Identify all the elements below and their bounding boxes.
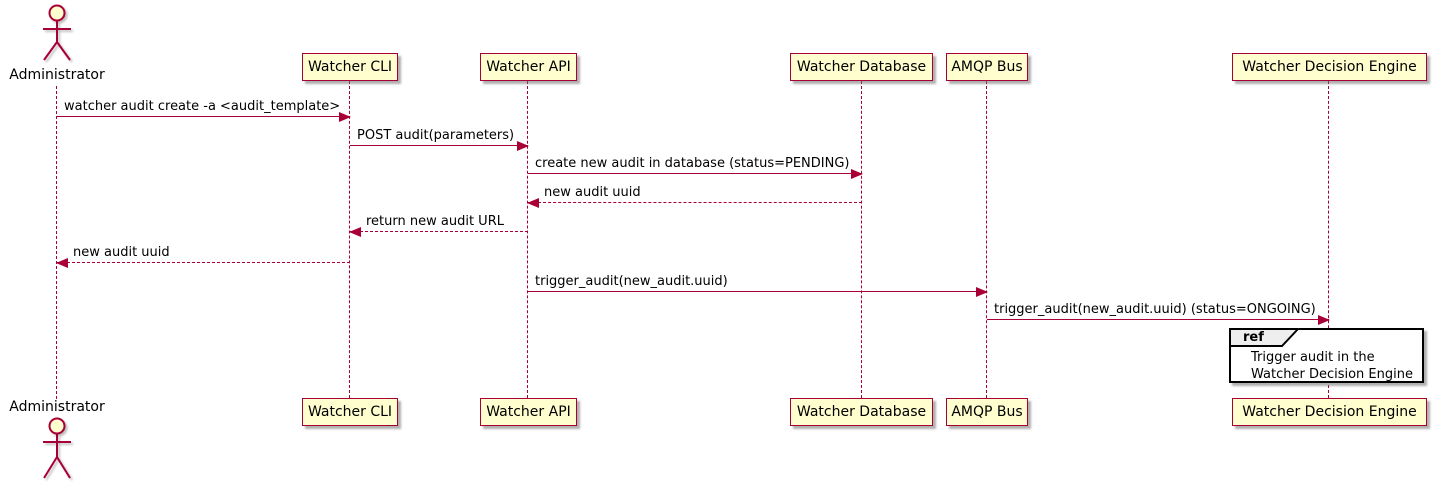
actor-label-top: Administrator (9, 67, 105, 83)
lifeline-watcher-api (527, 81, 528, 398)
participant-label: AMQP Bus (951, 404, 1023, 420)
message-line (528, 173, 862, 174)
message-label: POST audit(parameters) (357, 128, 515, 143)
message-label: new audit uuid (73, 245, 170, 260)
arrowhead-right-icon (851, 169, 863, 179)
message-trigger-audit-ongoing: trigger_audit(new_audit.uuid) (status=ON… (987, 302, 1330, 325)
message-return-new-audit-url: return new audit URL (349, 214, 528, 237)
ref-text-line-2: Watcher Decision Engine (1251, 367, 1413, 382)
participant-box-watcher-cli-top: Watcher CLI (302, 53, 398, 81)
ref-tab (1229, 328, 1299, 347)
message-line (57, 262, 350, 263)
participant-label: Watcher CLI (307, 59, 393, 75)
participant-box-watcher-api-bottom: Watcher API (480, 398, 577, 426)
arrowhead-left-icon (349, 227, 361, 237)
ref-keyword: ref (1243, 330, 1264, 345)
participant-label: Watcher Database (796, 404, 927, 420)
message-watcher-audit-create: watcher audit create -a <audit_template> (57, 99, 351, 122)
message-new-audit-uuid-db: new audit uuid (527, 185, 862, 208)
participant-box-watcher-cli-bottom: Watcher CLI (302, 398, 398, 426)
ref-text-line-1: Trigger audit in the (1251, 350, 1375, 365)
participant-box-watcher-decision-engine-bottom: Watcher Decision Engine (1232, 398, 1427, 426)
message-label: new audit uuid (544, 185, 641, 200)
participant-label: Watcher Decision Engine (1242, 59, 1417, 75)
arrowhead-right-icon (517, 141, 529, 151)
arrowhead-left-icon (527, 198, 539, 208)
lifeline-watcher-cli (349, 81, 350, 398)
actor-icon (43, 417, 71, 479)
arrowhead-right-icon (339, 112, 351, 122)
message-label: trigger_audit(new_audit.uuid) (535, 274, 728, 289)
message-post-audit: POST audit(parameters) (350, 128, 529, 151)
participant-box-watcher-api-top: Watcher API (480, 53, 577, 81)
participant-label: Watcher Decision Engine (1242, 404, 1417, 420)
participant-box-watcher-decision-engine-top: Watcher Decision Engine (1232, 53, 1427, 81)
lifeline-amqp-bus (986, 81, 987, 398)
message-trigger-audit: trigger_audit(new_audit.uuid) (528, 274, 988, 297)
participant-label: Watcher API (486, 404, 571, 420)
participant-label: Watcher Database (796, 59, 927, 75)
arrowhead-right-icon (976, 287, 988, 297)
participant-label: Watcher CLI (307, 404, 393, 420)
message-label: watcher audit create -a <audit_template> (64, 99, 341, 114)
message-new-audit-uuid-admin: new audit uuid (56, 245, 350, 268)
lifeline-watcher-database (861, 81, 862, 398)
participant-box-amqp-bus-top: AMQP Bus (946, 53, 1028, 81)
participant-box-watcher-database-bottom: Watcher Database (790, 398, 933, 426)
ref-fragment: ref Trigger audit in the Watcher Decisio… (1229, 328, 1424, 383)
actor-icon (43, 4, 71, 61)
message-label: create new audit in database (status=PEN… (535, 156, 850, 171)
message-create-new-audit: create new audit in database (status=PEN… (528, 156, 863, 179)
message-line (528, 291, 987, 292)
message-line (987, 319, 1329, 320)
message-line (350, 145, 528, 146)
participant-label: AMQP Bus (951, 59, 1023, 75)
participant-box-watcher-database-top: Watcher Database (790, 53, 933, 81)
arrowhead-left-icon (56, 258, 68, 268)
message-line (350, 231, 528, 232)
message-line (528, 202, 862, 203)
message-label: return new audit URL (366, 214, 504, 229)
lifeline-watcher-decision-engine (1328, 81, 1329, 398)
ref-text: Trigger audit in the Watcher Decision En… (1251, 349, 1413, 383)
message-label: trigger_audit(new_audit.uuid) (status=ON… (994, 302, 1316, 317)
message-line (57, 116, 350, 117)
participant-label: Watcher API (486, 59, 571, 75)
arrowhead-right-icon (1318, 315, 1330, 325)
participant-box-amqp-bus-bottom: AMQP Bus (946, 398, 1028, 426)
lifeline-administrator (56, 86, 57, 399)
actor-label-bottom: Administrator (9, 399, 105, 415)
